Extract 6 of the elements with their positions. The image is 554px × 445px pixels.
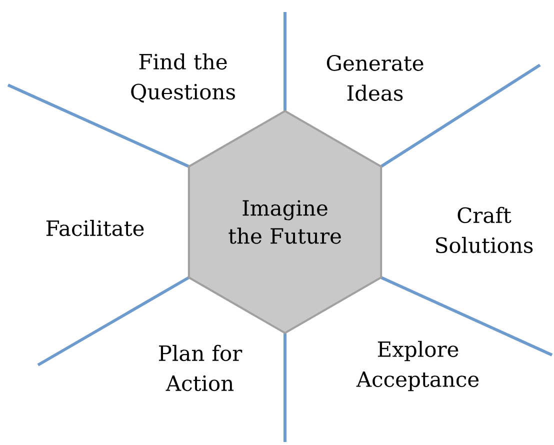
sector-label: Facilitate [46, 220, 144, 236]
sector-label: Plan for Action [159, 344, 242, 392]
sector-label: Find the Questions [131, 53, 235, 103]
sector-label: Explore Acceptance [356, 340, 479, 392]
sector-label: Craft Solutions [436, 206, 533, 254]
sector-label: Generate Ideas [326, 55, 424, 101]
